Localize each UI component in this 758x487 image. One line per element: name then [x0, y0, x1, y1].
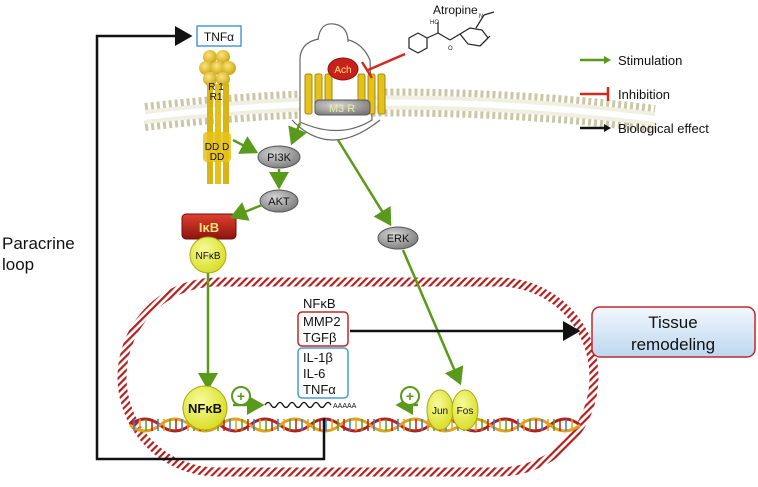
m3-receptor: Ach M3 R — [291, 23, 386, 141]
mrna-transcript: AAAAA — [264, 401, 357, 410]
tnf-receptor: R 1 R1 DD D DD — [199, 50, 236, 184]
legend-item: Inhibition — [580, 87, 670, 102]
jun-label: Jun — [432, 406, 448, 417]
receptor-label-bottom: R1 — [210, 92, 223, 103]
legend-label: Biological effect — [618, 121, 709, 136]
plus-left-label: + — [237, 388, 245, 404]
erk-label: ERK — [387, 233, 410, 245]
plus-sign-left: + — [231, 386, 251, 406]
paracrine-label-line2: loop — [2, 255, 34, 274]
svg-text:HO: HO — [430, 20, 439, 26]
death-domain-label-bottom: DD — [210, 152, 224, 163]
gene-label-il6: IL-6 — [303, 366, 325, 381]
legend-arrowhead — [604, 56, 611, 64]
transmembrane-helix — [377, 73, 386, 115]
tissue-label-line1: Tissue — [648, 313, 697, 332]
pi3k-label: PI3K — [267, 152, 292, 164]
gene-label-tgfb: TGFβ — [303, 330, 336, 345]
nfkb-cyto-label: NFκB — [196, 251, 221, 262]
jun-fos-complex: Jun Fos — [426, 389, 479, 431]
atropine-label: Atropine — [433, 3, 478, 17]
paracrine-loop-arrow — [95, 26, 326, 461]
stimulation-arrows — [198, 122, 464, 415]
ikb-nfkb-complex: IκB NFκB — [181, 213, 237, 274]
receptor-label-top: R 1 — [208, 82, 224, 93]
akt-label: AKT — [268, 196, 290, 208]
gene-label-il1b: IL-1β — [303, 350, 333, 365]
nfkb-nuclear: NFκB — [182, 385, 228, 431]
m3r-label: M3 R — [329, 103, 355, 115]
death-domain-label-top: DD D — [205, 142, 229, 153]
atropine-inhibition — [360, 52, 406, 79]
tissue-label-line2: remodeling — [631, 335, 715, 354]
atropine-structure: HO O N — [408, 11, 495, 54]
svg-text:O: O — [448, 46, 453, 52]
polya-tail-label: AAAAA — [333, 403, 357, 410]
transmembrane-helix — [304, 73, 313, 115]
ach-label: Ach — [334, 65, 351, 76]
ikb-label: IκB — [199, 220, 219, 235]
fos-label: Fos — [457, 406, 474, 417]
erk-node: ERK — [377, 226, 419, 250]
tnf-alpha-label: TNFα — [204, 30, 234, 44]
plus-right-label: + — [406, 388, 414, 404]
pi3k-node: PI3K — [257, 145, 301, 169]
paracrine-label-line1: Paracrine — [2, 234, 75, 253]
akt-node: AKT — [259, 189, 299, 213]
tissue-remodeling-box: Tissue remodeling — [591, 306, 756, 358]
gene-group-red: MMP2 TGFβ — [297, 311, 349, 347]
legend-label: Inhibition — [618, 87, 670, 102]
gene-label-nfkb: NFκB — [303, 296, 336, 311]
legend-label: Stimulation — [618, 53, 682, 68]
gene-label-mmp2: MMP2 — [303, 314, 341, 329]
nucleus — [117, 277, 599, 477]
legend-arrowhead — [604, 124, 611, 132]
nfkb-nuc-label: NFκB — [188, 401, 222, 416]
legend-item: Biological effect — [580, 121, 709, 136]
tnf-alpha-box: TNFα — [196, 25, 242, 47]
plus-sign-right: + — [400, 386, 420, 406]
gene-label-tnfa: TNFα — [303, 382, 336, 397]
gene-group-blue: IL-1β IL-6 TNFα — [297, 347, 349, 399]
svg-text:N: N — [479, 14, 483, 20]
legend-item: Stimulation — [580, 53, 682, 68]
